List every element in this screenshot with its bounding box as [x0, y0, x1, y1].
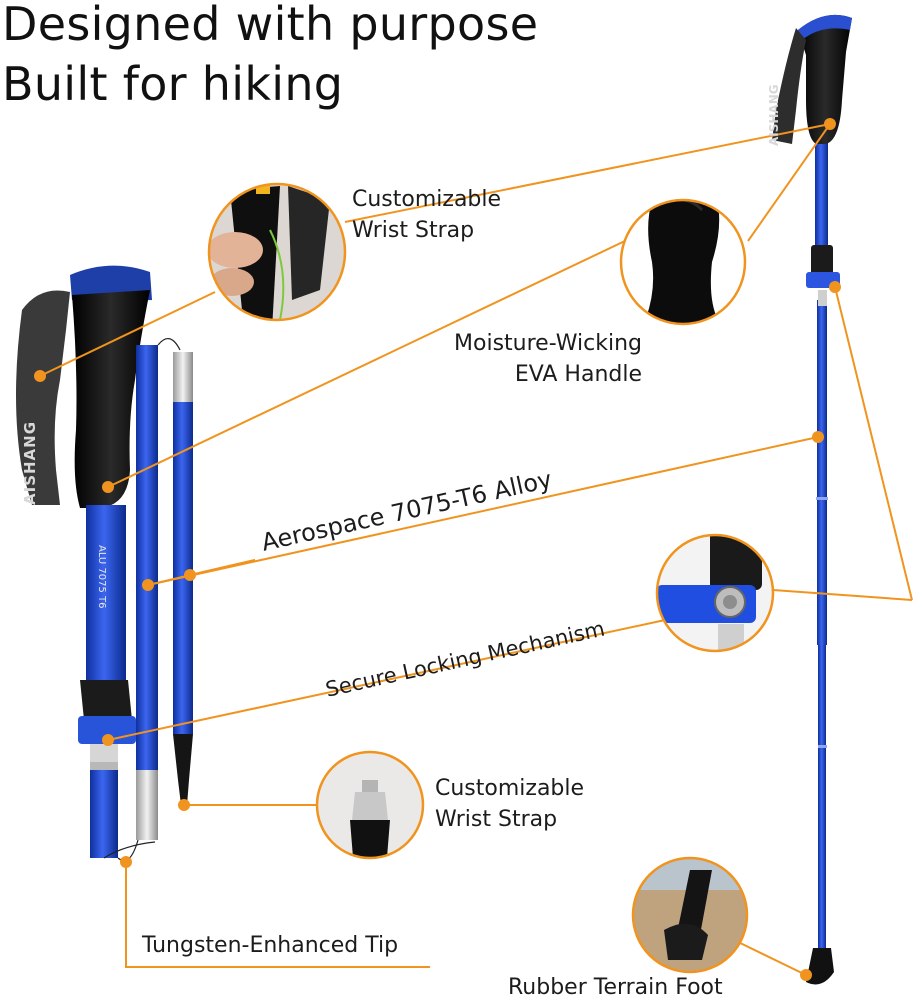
callout-lines: [39, 123, 913, 976]
tungsten-tip-label: Tungsten-Enhanced Tip: [142, 933, 399, 958]
headline-line-2: Built for hiking: [2, 57, 344, 111]
callout-dots: [34, 118, 841, 981]
shaft-marking: ALU 7075 T6: [96, 545, 107, 609]
wrist-strap-detail-circle: [207, 182, 347, 322]
brand-marking-left: AISHANG: [21, 421, 39, 505]
handle-label: Moisture-Wicking EVA Handle: [454, 331, 642, 387]
lock-detail-circle: [655, 533, 775, 653]
rubber-foot-detail-circle: [631, 856, 749, 974]
eva-handle-detail-circle: [619, 198, 747, 326]
rubber-foot-label: Rubber Terrain Foot: [508, 975, 723, 1000]
extended-pole: [772, 14, 852, 985]
brand-marking-right: AISHANG: [767, 84, 781, 146]
wrist-strap-label: Customizable Wrist Strap: [352, 187, 502, 243]
headline-line-1: Designed with purpose: [2, 0, 539, 51]
tip-detail-label: Customizable Wrist Strap: [435, 776, 585, 832]
tip-detail-circle: [315, 750, 425, 860]
